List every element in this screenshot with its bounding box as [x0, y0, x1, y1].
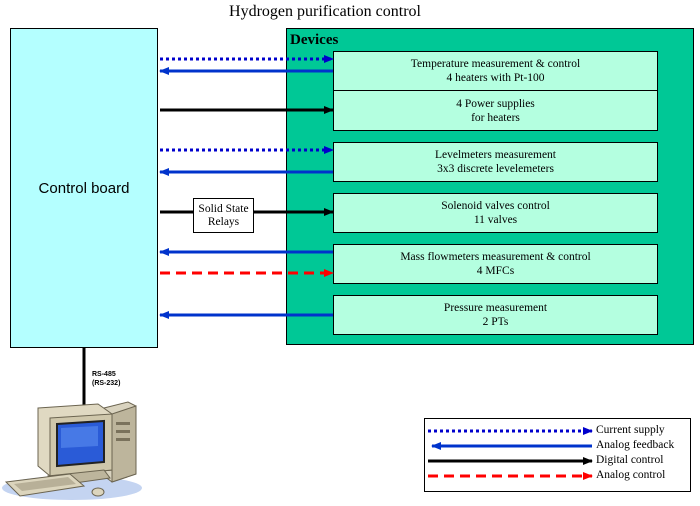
relays-line1: Solid State: [198, 202, 249, 215]
solid-state-relays-box: Solid State Relays: [193, 198, 254, 233]
device-solenoid-line2: 11 valves: [473, 214, 518, 226]
device-solenoid-line1: Solenoid valves control: [441, 200, 550, 212]
legend-box: [424, 418, 691, 492]
control-board-label: Control board: [38, 180, 130, 197]
device-temperature-line1: Temperature measurement & control: [410, 58, 581, 70]
device-mfc-line2: 4 MFCs: [476, 265, 515, 277]
device-temperature-line2: 4 heaters with Pt-100: [446, 72, 545, 84]
device-pressure: Pressure measurement 2 PTs: [333, 295, 658, 335]
device-mass-flowmeters: Mass flowmeters measurement & control 4 …: [333, 244, 658, 284]
device-levelmeters-line2: 3x3 discrete levelemeters: [437, 163, 554, 175]
pc-link-label: RS-485 (RS-232): [92, 370, 120, 388]
diagram-title: Hydrogen purification control: [229, 3, 421, 20]
device-levelmeters-line1: Levelmeters measurement: [434, 149, 556, 161]
device-power-supplies: 4 Power supplies for heaters: [333, 90, 658, 131]
legend-current-supply-label: Current supply: [596, 424, 665, 436]
legend-analog-feedback-label: Analog feedback: [596, 439, 675, 451]
pc-link-line1: RS-485: [92, 371, 116, 378]
device-pressure-line1: Pressure measurement: [443, 302, 548, 314]
device-power-line1: 4 Power supplies: [456, 97, 535, 110]
device-power-line2: for heaters: [471, 111, 520, 124]
device-solenoid-valves: Solenoid valves control 11 valves: [333, 193, 658, 233]
legend-analog-control-label: Analog control: [596, 469, 666, 481]
device-levelmeters: Levelmeters measurement 3x3 discrete lev…: [333, 142, 658, 182]
pc-link-line2: (RS-232): [92, 380, 121, 387]
devices-label: Devices: [290, 32, 339, 48]
legend-digital-control-label: Digital control: [596, 454, 664, 466]
control-board-box: [10, 28, 158, 348]
device-pressure-line2: 2 PTs: [482, 316, 509, 328]
device-mfc-line1: Mass flowmeters measurement & control: [400, 251, 591, 263]
relays-line2: Relays: [207, 215, 240, 228]
computer-icon: [2, 401, 142, 500]
